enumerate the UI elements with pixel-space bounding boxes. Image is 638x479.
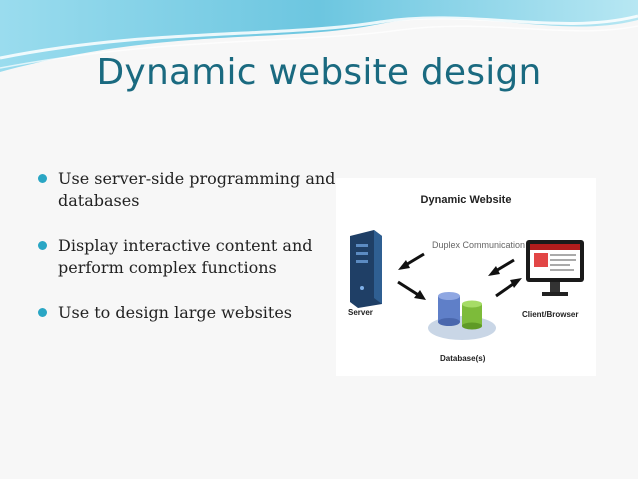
bullet-dot-icon: [38, 241, 47, 250]
server-icon: [350, 230, 382, 308]
bullet-dot-icon: [38, 308, 47, 317]
client-monitor-icon: [526, 240, 584, 296]
server-label: Server: [348, 308, 373, 317]
slide-title: Dynamic website design: [96, 52, 542, 93]
diagram-graphics: [350, 230, 584, 340]
arrow-left-down-icon: [397, 280, 426, 300]
client-label: Client/Browser: [522, 310, 579, 319]
database-icon: [428, 292, 496, 340]
duplex-label: Duplex Communication: [432, 240, 526, 250]
bullet-item: Use server-side programming and database…: [38, 168, 338, 212]
database-label: Database(s): [440, 354, 486, 363]
bullet-text: Use to design large websites: [58, 303, 293, 322]
bullet-list: Use server-side programming and database…: [38, 168, 338, 324]
dynamic-website-diagram: Dynamic Website Duplex Communication Ser…: [336, 178, 596, 376]
diagram-title: Dynamic Website: [420, 194, 512, 206]
bullet-text: Display interactive content and perform …: [58, 236, 313, 277]
bullet-text: Use server-side programming and database…: [58, 169, 336, 210]
arrow-left-up-icon: [398, 252, 425, 270]
header-wave-decoration: [0, 0, 638, 72]
arrow-right-down-icon: [488, 258, 515, 276]
bullet-item: Use to design large websites: [38, 302, 338, 324]
bullet-item: Display interactive content and perform …: [38, 235, 338, 279]
bullet-dot-icon: [38, 174, 47, 183]
arrow-right-up-icon: [495, 278, 522, 298]
